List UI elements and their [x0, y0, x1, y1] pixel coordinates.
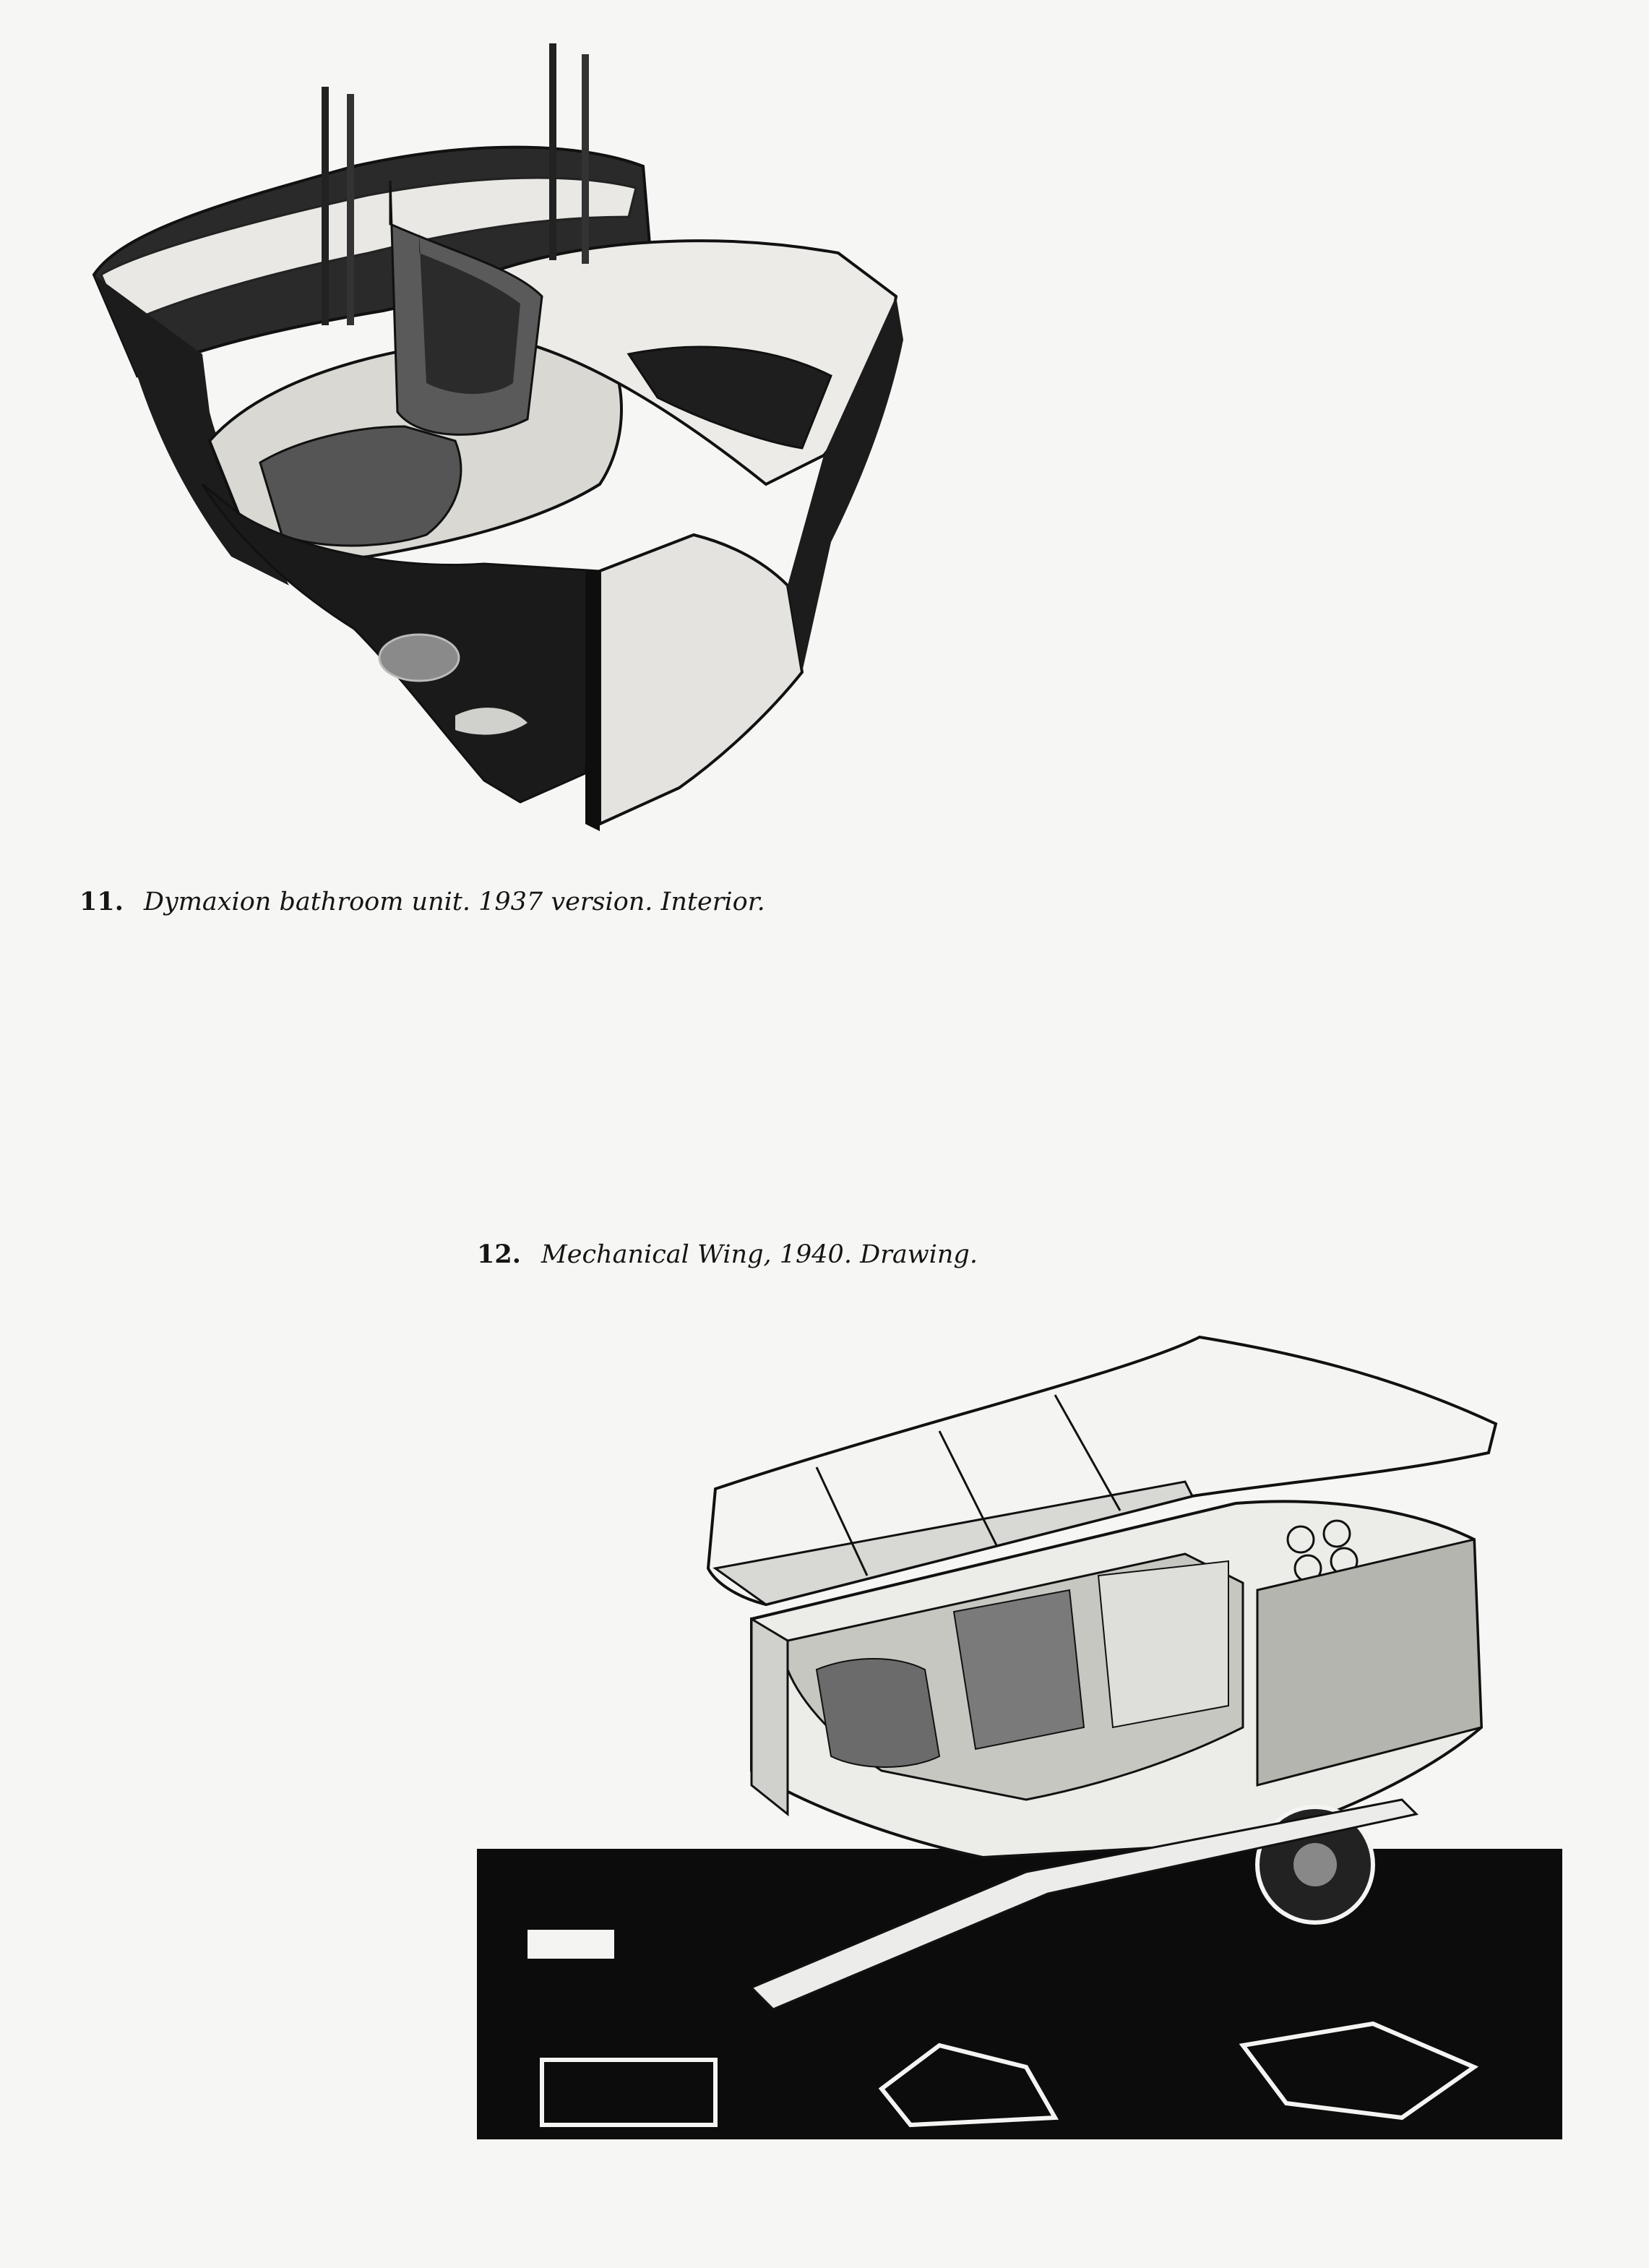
- figure-number: 12.: [477, 1240, 521, 1269]
- figure-12-caption: 12. Mechanical Wing, 1940. Drawing.: [477, 1240, 978, 1270]
- figure-number: 11.: [79, 887, 124, 916]
- bathroom-unit-illustration: [92, 43, 903, 831]
- figure-caption-text: Mechanical Wing, 1940. Drawing.: [541, 1240, 978, 1269]
- bathroom-unit-photo: [79, 36, 910, 860]
- figure-11-caption: 11. Dymaxion bathroom unit. 1937 version.…: [79, 887, 765, 917]
- mechanical-wing-drawing: [477, 1265, 1568, 2154]
- mechanical-wing-illustration: [477, 1335, 1562, 2139]
- figure-caption-text: Dymaxion bathroom unit. 1937 version. In…: [143, 888, 765, 916]
